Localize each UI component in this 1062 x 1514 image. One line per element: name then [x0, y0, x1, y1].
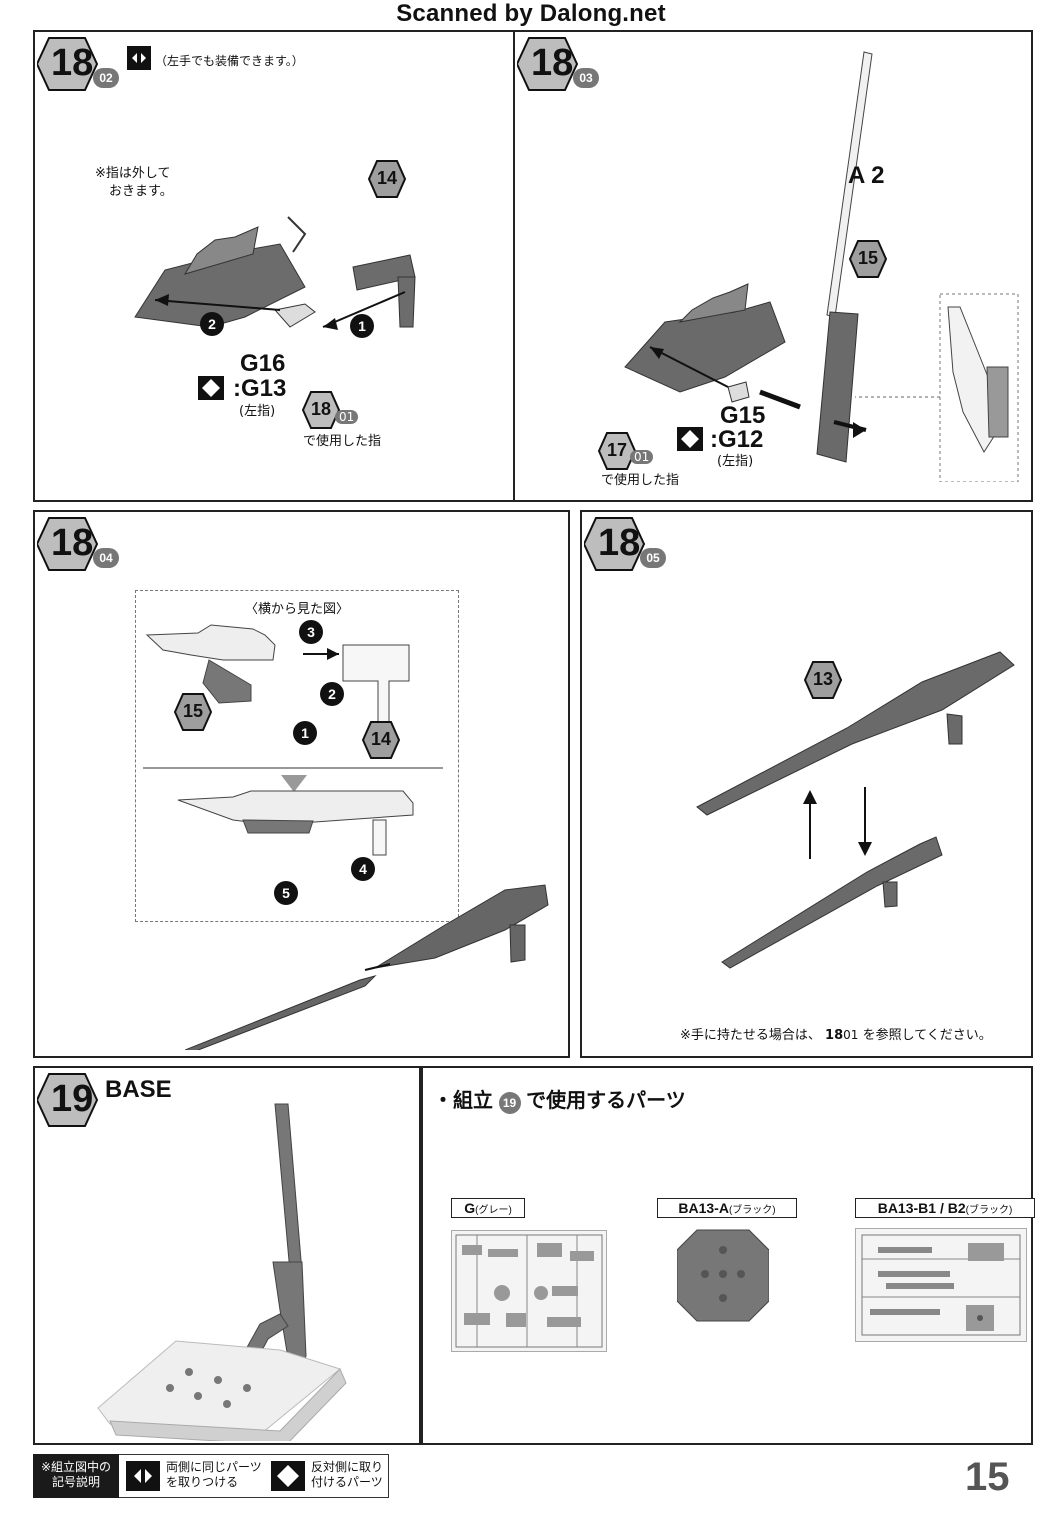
- part-a-label: A 2: [848, 162, 885, 189]
- base-stand-illustration: [97, 1103, 347, 1441]
- substep-number: 03: [573, 68, 599, 88]
- step-4-marker: 4: [351, 857, 375, 881]
- left-finger-note: (左指): [717, 454, 754, 469]
- both-sides-legend-icon: [126, 1461, 160, 1491]
- both-sides-icon: [127, 46, 151, 70]
- part-14-label: 14: [367, 159, 407, 199]
- hex-badge-icon: [515, 37, 579, 91]
- step-number: 18: [51, 522, 94, 564]
- hex-badge-icon: [35, 37, 99, 91]
- parts-used-step: 19: [498, 1092, 521, 1114]
- step-2-marker: 2: [320, 682, 344, 706]
- sheet-ba13a-title: BA13-A(ブラック): [657, 1198, 797, 1218]
- both-sides-legend-text: 両側に同じパーツ を取りつける: [166, 1460, 262, 1489]
- reference-step-badge: 18: [301, 390, 341, 430]
- scan-credit: Scanned by Dalong.net: [396, 0, 666, 27]
- panel-18-04: 18 04 〈横から見た図〉 3 2 1 4 5 15 14: [33, 510, 570, 1058]
- step-badge: 18 05: [582, 514, 666, 574]
- part-13-label: 13: [803, 660, 843, 700]
- hand-hold-note: ※手に持たせる場合は、 1801 を参照してください。: [680, 1028, 992, 1043]
- finger-note-1: ※指は外して: [95, 166, 171, 181]
- reference-substep: 01: [630, 450, 654, 464]
- panel-18-02: 18 02 （左手でも装備できます。） ※指は外して おきます。 14 1 2 …: [33, 30, 515, 502]
- reference-substep: 01: [335, 410, 359, 424]
- left-finger-note: (左指): [239, 404, 276, 419]
- substep-number: 05: [640, 548, 666, 568]
- legend-title: ※組立図中の 記号説明: [33, 1454, 119, 1498]
- step-1-marker: 1: [350, 314, 374, 338]
- step-number: 18: [531, 42, 574, 84]
- panel-19-base: 19 BASE: [33, 1066, 421, 1445]
- opposite-side-icon: [677, 427, 703, 451]
- page-number: 15: [965, 1455, 1010, 1499]
- finger-note-2: おきます。: [109, 184, 173, 199]
- part-a-number: 2: [871, 162, 885, 189]
- step-3-marker: 3: [299, 620, 323, 644]
- part-15-label: 15: [173, 692, 213, 732]
- part-g-label: G15: [720, 402, 766, 429]
- step-badge: 18 03: [515, 34, 599, 94]
- parts-used-panel: ・組立 19 で使用するパーツ G(グレー) BA13-A(ブラック) BA13…: [421, 1066, 1035, 1445]
- opposite-side-icon: [198, 376, 224, 400]
- step-badge: 18 02: [35, 34, 119, 94]
- parts-used-heading: ・組立 19 で使用するパーツ: [433, 1090, 686, 1114]
- part-g-label: G16: [240, 350, 286, 377]
- step-1-marker: 1: [293, 721, 317, 745]
- opposite-side-legend-text: 反対側に取り 付けるパーツ: [311, 1460, 384, 1489]
- part-g-alt-label: :G12: [710, 426, 764, 453]
- substep-number: 04: [93, 548, 119, 568]
- panel-18-05: 18 05 13 ※手に持たせる場合は、 1801 を参照してください。: [580, 510, 1033, 1058]
- weapon-separation-illustration: [696, 651, 1015, 969]
- side-view-label: 〈横から見た図〉: [245, 602, 350, 617]
- step-badge: 19: [35, 1070, 117, 1130]
- step-2-marker: 2: [200, 312, 224, 336]
- hand-assembly-illustration: [134, 216, 416, 330]
- hex-badge-icon: [582, 517, 646, 571]
- base-title: BASE: [105, 1076, 172, 1103]
- part-14-label: 14: [361, 720, 401, 760]
- step-badge: 18 04: [35, 514, 119, 574]
- final-weapon-illustration: [185, 884, 549, 1050]
- part-15-label: 15: [848, 239, 888, 279]
- sheet-g-runner: [451, 1230, 607, 1352]
- step-number: 18: [51, 42, 94, 84]
- side-view-illustration: [143, 624, 443, 856]
- sheet-ba13b-runner: [855, 1228, 1027, 1342]
- reference-text: で使用した指: [303, 434, 382, 449]
- left-hand-note: （左手でも装備できます。）: [155, 54, 304, 68]
- reference-text: で使用した指: [601, 473, 680, 488]
- step-number: 19: [51, 1078, 94, 1120]
- side-view-box: [135, 590, 459, 922]
- panel-18-03: 18 03 A 2 15 G15 :G12 (左指) 17 01 で使用した指: [513, 30, 1033, 502]
- sheet-ba13a-runner: [676, 1228, 770, 1323]
- note-ref-step: 18: [825, 1028, 844, 1043]
- sheet-ba13b-title: BA13-B1 / B2(ブラック): [855, 1198, 1035, 1218]
- substep-number: 02: [93, 68, 119, 88]
- reference-step-badge: 17: [597, 431, 637, 471]
- step-number: 18: [598, 522, 641, 564]
- blade-assembly-illustration: [624, 51, 1019, 482]
- part-g-alt-label: :G13: [233, 375, 287, 402]
- hex-badge-icon: [35, 1073, 99, 1127]
- sheet-g-title: G(グレー): [451, 1198, 525, 1218]
- step-5-marker: 5: [274, 881, 298, 905]
- hex-badge-icon: [35, 517, 99, 571]
- note-ref-sub: 01: [843, 1028, 859, 1042]
- opposite-side-legend-icon: [271, 1461, 305, 1491]
